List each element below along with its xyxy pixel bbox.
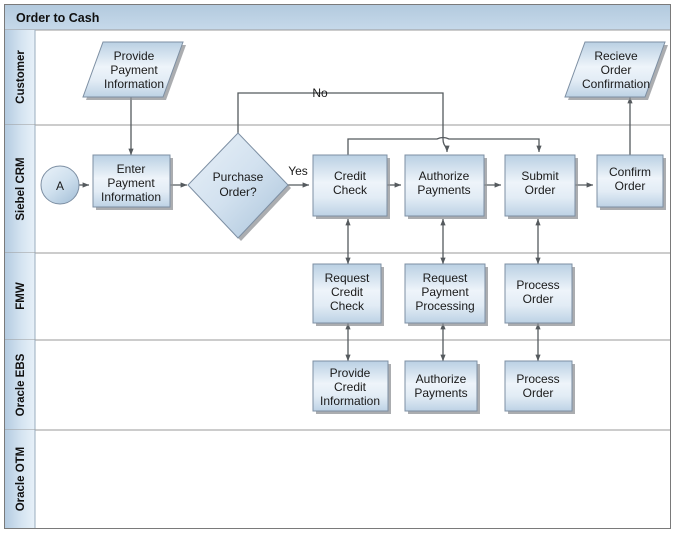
lane-label-siebel-crm: Siebel CRM: [15, 157, 27, 220]
node-label-line: Request: [423, 271, 468, 285]
node-purchase-order-decision[interactable]: Purchase Order?: [187, 132, 291, 241]
edge-label-no: No: [312, 86, 328, 100]
node-request-credit-check[interactable]: Request Credit Check: [312, 263, 384, 326]
node-label-line: Payment: [110, 63, 158, 77]
node-recieve-confirmation[interactable]: Recieve Order Confirmation: [564, 41, 668, 100]
lane-label-oracle-otm: Oracle OTM: [15, 447, 27, 512]
node-label-line: Check: [330, 299, 365, 313]
node-label-line: Process: [516, 372, 559, 386]
node-authorize-payments[interactable]: Authorize Payments: [404, 154, 487, 219]
node-label-line: Processing: [415, 299, 474, 313]
page-title: Order to Cash: [16, 11, 99, 25]
node-label-line: Order: [525, 183, 556, 197]
node-enter-payment[interactable]: Enter Payment Information: [92, 154, 173, 210]
node-label-line: Payments: [414, 386, 467, 400]
node-submit-order[interactable]: Submit Order: [504, 154, 578, 219]
node-label-line: Information: [101, 190, 161, 204]
node-label-line: A: [56, 179, 64, 193]
node-start-connector[interactable]: A: [40, 165, 80, 205]
edge-labels: No Yes: [288, 86, 328, 178]
node-request-payment-processing[interactable]: Request Payment Processing: [404, 263, 488, 326]
node-label-line: Payment: [421, 285, 469, 299]
lane-strip-siebel: Siebel CRM: [5, 125, 36, 253]
node-label-line: Authorize: [419, 169, 470, 183]
node-label-line: Authorize: [416, 372, 467, 386]
node-label-line: Order?: [219, 185, 257, 199]
node-credit-check[interactable]: Credit Check: [312, 154, 390, 219]
edge-credit-check-rail: [347, 136, 542, 155]
node-label-line: Purchase: [213, 170, 264, 184]
node-process-order-ebs[interactable]: Process Order: [504, 360, 575, 414]
node-label-line: Information: [104, 77, 164, 91]
node-label-line: Recieve: [594, 49, 638, 63]
node-label-line: Check: [333, 183, 368, 197]
edge-label-yes: Yes: [288, 164, 308, 178]
diagram-title-bar: Order to Cash: [5, 5, 670, 31]
node-label-line: Order: [523, 386, 554, 400]
lane-label-fmw: FMW: [15, 282, 27, 310]
node-label-line: Confirmation: [582, 77, 650, 91]
node-label-line: Order: [523, 292, 554, 306]
node-label-line: Order: [615, 179, 646, 193]
node-label-line: Credit: [331, 285, 364, 299]
node-label-line: Order: [601, 63, 632, 77]
node-authorize-payments-ebs[interactable]: Authorize Payments: [404, 360, 480, 414]
node-confirm-order[interactable]: Confirm Order: [596, 154, 666, 210]
lane-strip-customer: Customer: [5, 30, 36, 125]
lane-strip-fmw: FMW: [5, 253, 36, 340]
node-label-line: Payments: [417, 183, 470, 197]
flow-connectors: [77, 92, 633, 362]
node-label-line: Enter: [117, 162, 146, 176]
node-label-line: Process: [516, 278, 559, 292]
node-label-line: Payment: [107, 176, 155, 190]
node-label-line: Credit: [334, 169, 367, 183]
lane-label-customer: Customer: [15, 50, 27, 104]
node-provide-payment[interactable]: Provide Payment Information: [82, 41, 186, 100]
node-label-line: Provide: [330, 366, 371, 380]
node-label-line: Credit: [334, 380, 367, 394]
node-provide-credit-information[interactable]: Provide Credit Information: [312, 360, 391, 414]
node-label-line: Request: [325, 271, 370, 285]
node-label-line: Submit: [521, 169, 559, 183]
lane-strip-otm: Oracle OTM: [5, 430, 36, 528]
node-label-line: Provide: [114, 49, 155, 63]
node-label-line: Information: [320, 394, 380, 408]
node-label-line: Confirm: [609, 165, 651, 179]
node-process-order-fmw[interactable]: Process Order: [504, 263, 575, 326]
lane-label-oracle-ebs: Oracle EBS: [15, 353, 27, 416]
lane-strip-ebs: Oracle EBS: [5, 340, 36, 430]
